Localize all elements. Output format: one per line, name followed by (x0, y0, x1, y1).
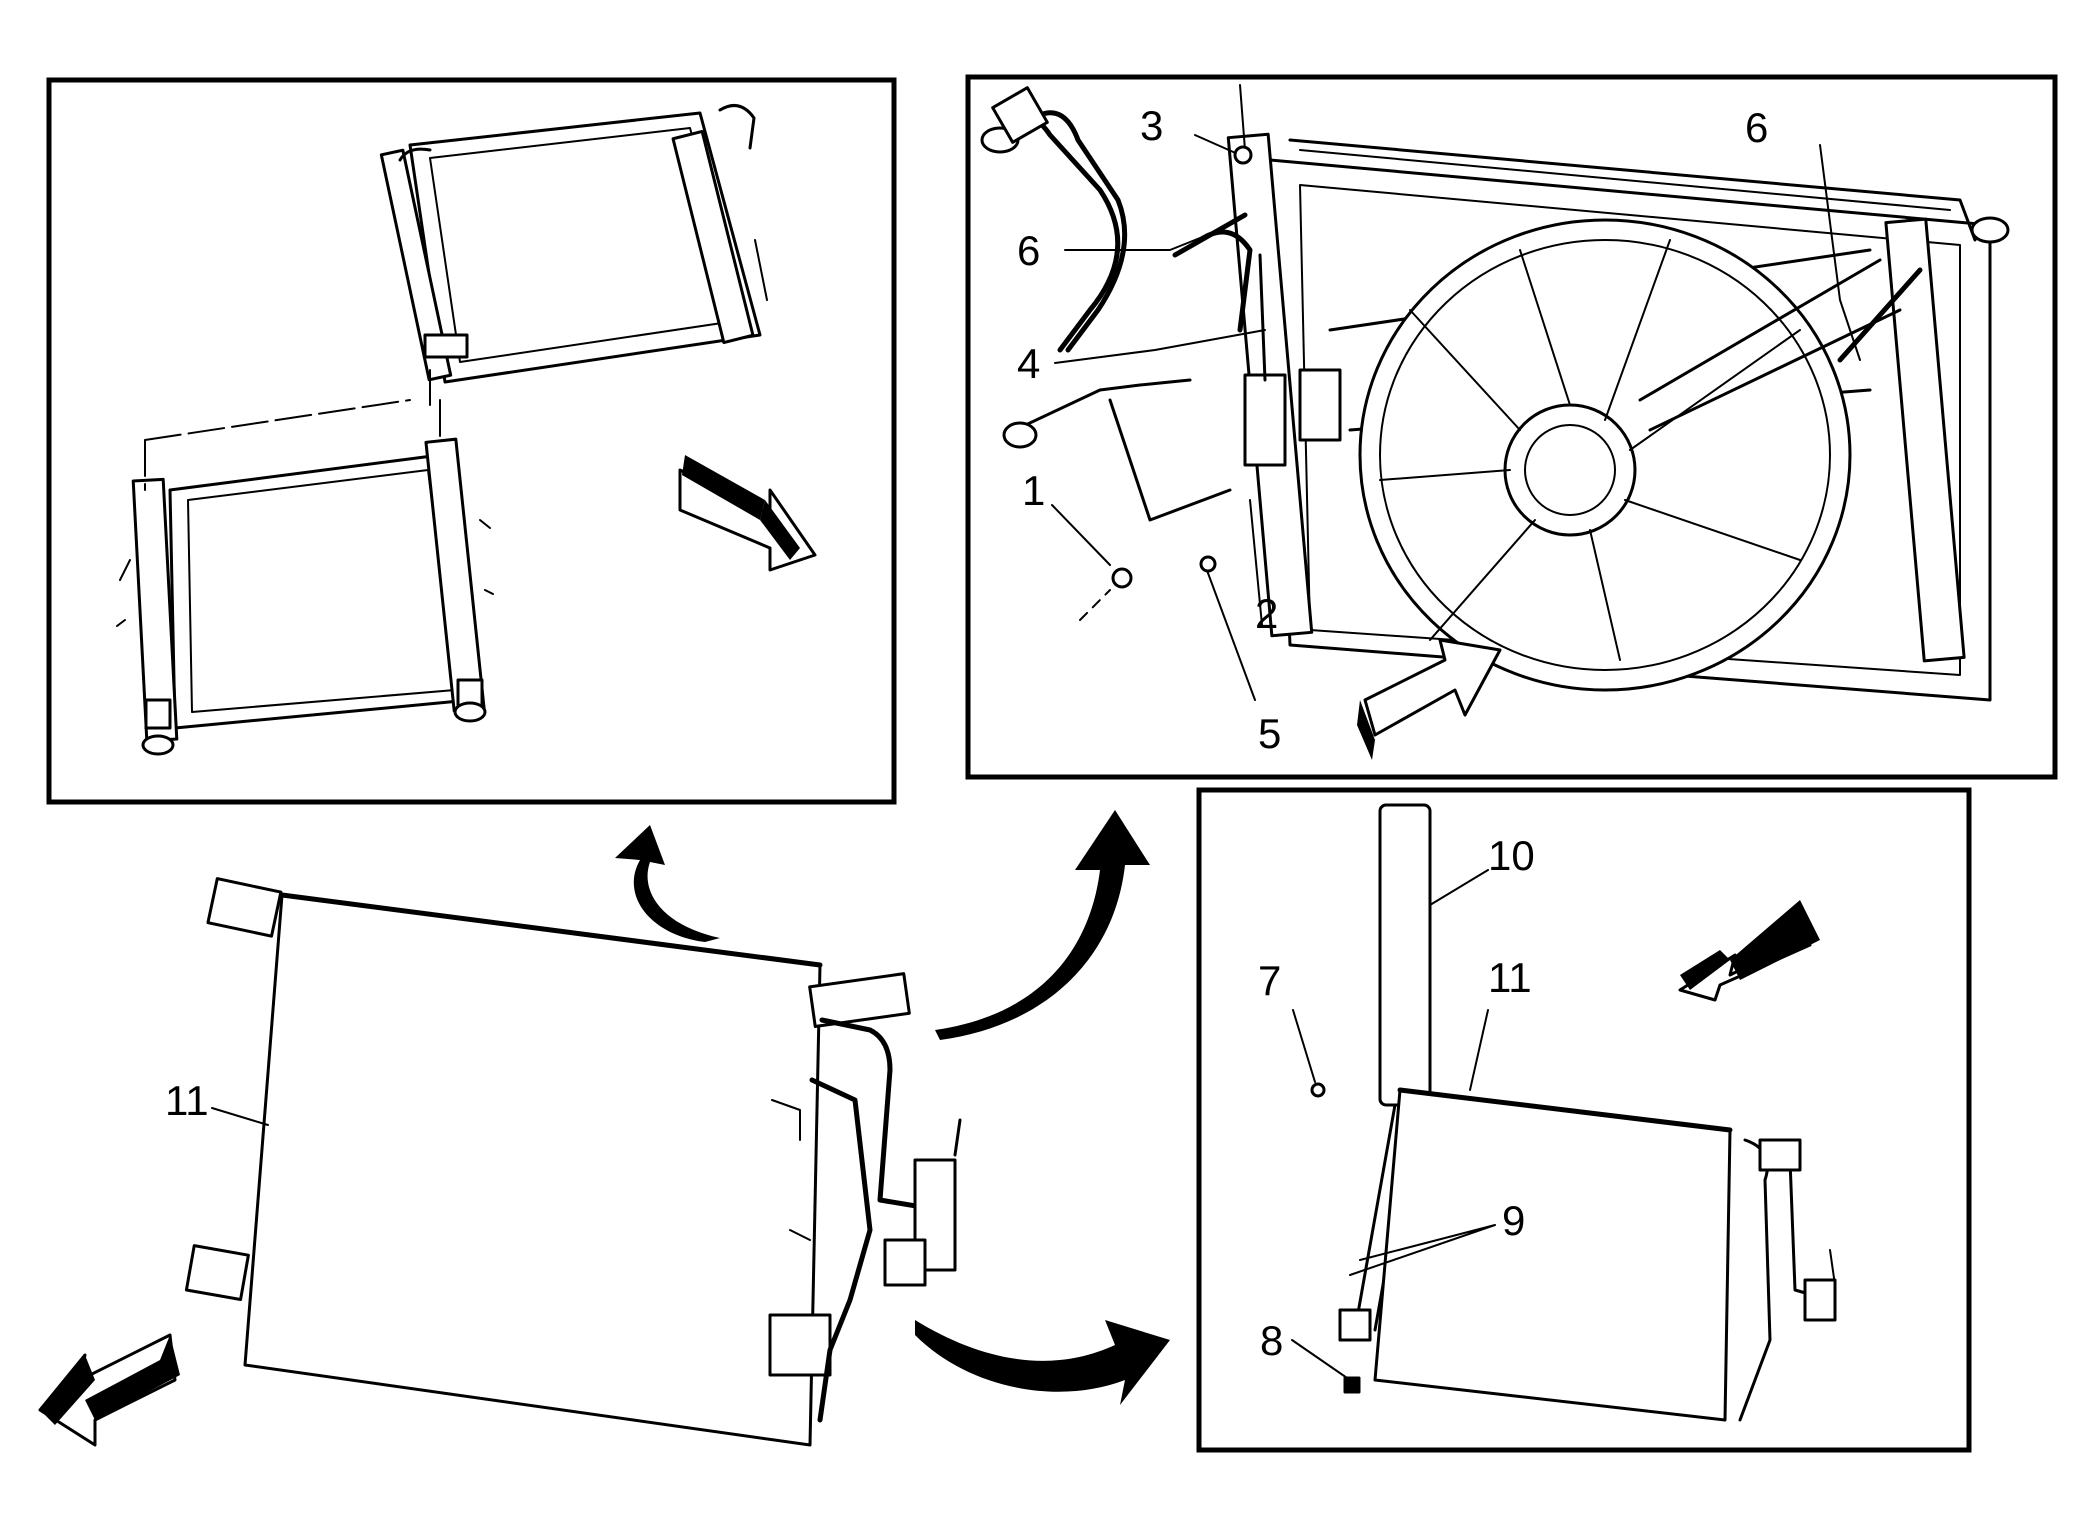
condenser-icon (1338, 1087, 1837, 1422)
refrigerant-line-icon (991, 86, 1342, 522)
main-condenser (38, 877, 962, 1447)
callout-8: 8 (1260, 1317, 1283, 1364)
callout-9: 9 (1502, 1197, 1525, 1244)
bolt-icon (1079, 145, 1923, 621)
direction-arrow-icon (38, 1333, 180, 1447)
leader-lines (1051, 84, 1861, 701)
radiator-lower (116, 437, 494, 756)
cooling-fan-icon (1358, 218, 1902, 692)
callout-4: 4 (1017, 340, 1040, 387)
callout-10: 10 (1488, 832, 1535, 879)
direction-arrow-icon (678, 455, 817, 572)
callout-labels: 1 2 3 4 5 6 6 7 8 9 10 11 11 (165, 102, 1768, 1364)
direction-arrow-icon (1678, 900, 1820, 1002)
curved-transition-arrow-icon (915, 1320, 1170, 1405)
curved-transition-arrow-icon (615, 825, 720, 942)
callout-7: 7 (1258, 957, 1281, 1004)
panel-bottom-right (1196, 787, 1972, 1453)
leader-line-11-main (211, 1107, 269, 1126)
leader-lines (1291, 869, 1496, 1381)
panel-top-left (46, 77, 897, 805)
callout-11-panel: 11 (1488, 954, 1532, 1001)
callout-2: 2 (1255, 590, 1278, 637)
callout-6-right: 6 (1745, 104, 1768, 151)
callout-1: 1 (1022, 467, 1045, 514)
callout-11-main: 11 (165, 1077, 209, 1124)
condenser-upper (379, 104, 768, 384)
direction-arrow-icon (1357, 638, 1502, 760)
panel-top-right (965, 74, 2058, 780)
callout-5: 5 (1258, 710, 1281, 757)
alignment-line (144, 369, 441, 491)
callout-3: 3 (1140, 102, 1163, 149)
curved-transition-arrow-icon (935, 810, 1150, 1040)
callout-6-left: 6 (1017, 227, 1040, 274)
